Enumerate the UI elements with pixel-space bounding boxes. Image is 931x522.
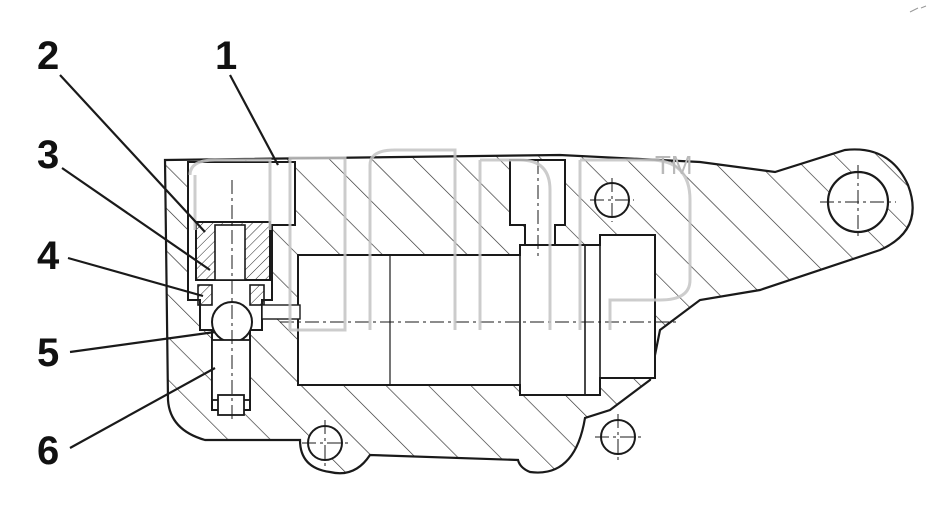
main-bore	[297, 234, 656, 396]
callout-6: 6	[37, 429, 60, 473]
bleed-fitting-tip	[217, 394, 245, 416]
watermark-logo	[188, 148, 692, 332]
callout-2: 2	[37, 34, 60, 78]
callout-5: 5	[37, 331, 60, 375]
trademark-mark: TM	[655, 150, 693, 180]
leader-5	[69, 330, 216, 354]
fluid-passage	[261, 304, 301, 320]
leader-6	[69, 367, 216, 449]
leader-4	[67, 256, 204, 298]
leader-3	[61, 167, 211, 271]
bleed-fitting	[211, 339, 251, 401]
callout-1: 1	[215, 34, 238, 78]
scan-marks	[909, 5, 927, 13]
callout-3: 3	[37, 133, 60, 177]
seal-ring-right	[249, 284, 265, 306]
callout-4: 4	[37, 234, 60, 278]
plug-stem	[214, 224, 246, 281]
leader-lines	[59, 74, 279, 449]
leader-2	[59, 74, 206, 233]
leader-1	[229, 74, 279, 166]
